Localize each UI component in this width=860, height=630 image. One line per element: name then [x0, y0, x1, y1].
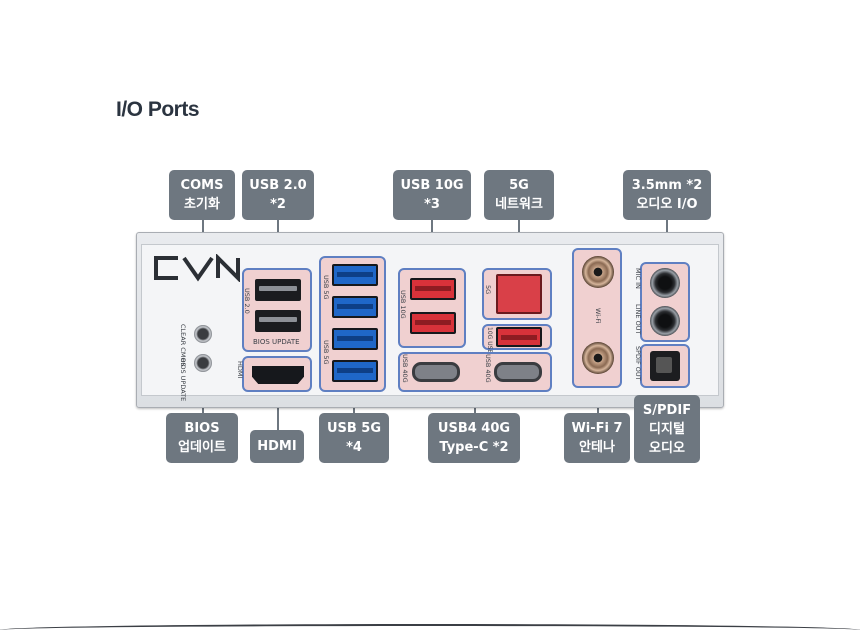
callout-line: 오디오 [649, 440, 685, 456]
callout-line: 5G [509, 178, 529, 193]
mic-in-label: MIC IN [634, 268, 642, 289]
callout-line: Type-C *2 [439, 440, 509, 455]
bios-update-label: BIOS UPDATE [179, 358, 187, 402]
spdif-optical-port[interactable] [650, 351, 680, 381]
callout-line: COMS [180, 178, 224, 193]
wifi-label: Wi-Fi [594, 308, 602, 324]
callout-line: *3 [424, 197, 440, 212]
usb40g-label-a: USB 40G [401, 354, 409, 383]
line-out-jack[interactable] [650, 306, 680, 336]
callout-audio-io: 3.5mm *2 오디오 I/O [623, 170, 711, 220]
usb10g-label: USB 10G [399, 290, 407, 319]
usb4-typec-port-1[interactable] [412, 362, 460, 382]
callout-hdmi: HDMI [250, 430, 304, 463]
callout-bios-update: BIOS 업데이트 [166, 413, 238, 463]
callout-usb4-typec: USB4 40G Type-C *2 [428, 413, 520, 463]
callout-usb10g: USB 10G *3 [393, 170, 471, 220]
callout-line: 안테나 [579, 440, 615, 455]
callout-line: HDMI [257, 439, 297, 454]
brand-logo [154, 254, 240, 282]
lan-port[interactable] [496, 274, 542, 314]
usb10g-port-1[interactable] [410, 278, 456, 300]
callout-5g-network: 5G 네트워크 [484, 170, 554, 220]
callout-line: 디지털 [649, 421, 685, 437]
hdmi-port[interactable] [252, 366, 304, 384]
callout-line: Wi-Fi 7 [571, 421, 623, 436]
usb5g-port-1[interactable] [332, 264, 378, 286]
callout-line: 업데이트 [178, 440, 226, 455]
spdif-out-label: SPDIF OUT [634, 346, 642, 381]
wifi-antenna-connector-1[interactable] [582, 256, 614, 288]
callout-line: S/PDIF [642, 402, 692, 418]
callout-line: USB 10G [400, 178, 464, 193]
bottom-divider [0, 624, 860, 630]
line-out-label: LINE OUT [634, 304, 642, 335]
usb4-typec-port-2[interactable] [494, 362, 542, 382]
lan-label: 5G [484, 285, 492, 295]
usb5g-port-2[interactable] [332, 296, 378, 318]
callout-wifi-antenna: Wi-Fi 7 안테나 [564, 413, 630, 463]
usb5g-label-b: USB 5G [322, 340, 330, 365]
callout-usb20: USB 2.0 *2 [242, 170, 314, 220]
usb10g-b-label: 10G USB [486, 327, 493, 354]
mic-in-jack[interactable] [650, 268, 680, 298]
callout-line: 오디오 I/O [636, 197, 698, 212]
usb5g-port-3[interactable] [332, 328, 378, 350]
usb20-port-1[interactable] [255, 279, 301, 301]
usb40g-label-b: USB 40G [484, 354, 492, 383]
callout-line: 네트워크 [495, 197, 543, 212]
usb10g-port-3[interactable] [496, 327, 542, 347]
callout-line: USB 2.0 [249, 178, 307, 193]
callout-usb5g: USB 5G *4 [319, 413, 389, 463]
usb5g-port-4[interactable] [332, 360, 378, 382]
clear-cmos-button[interactable] [194, 325, 212, 343]
page-title: I/O Ports [116, 98, 200, 121]
usb20-port-2[interactable] [255, 310, 301, 332]
hdmi-label: HDMI [236, 361, 244, 379]
bios-update-button[interactable] [194, 354, 212, 372]
usb20-label: USB 2.0 [243, 288, 251, 314]
callout-coms-reset: COMS 초기화 [169, 170, 235, 220]
callout-line: BIOS [184, 421, 220, 436]
usb5g-label-a: USB 5G [322, 275, 330, 300]
callout-spdif: S/PDIF 디지털 오디오 [634, 395, 700, 463]
callout-line: *4 [346, 440, 362, 455]
usb10g-port-2[interactable] [410, 312, 456, 334]
callout-line: 초기화 [184, 197, 220, 212]
bios-update-port-label: BIOS UPDATE [253, 338, 300, 346]
callout-line: USB 5G [326, 421, 382, 436]
callout-line: USB4 40G [437, 421, 511, 436]
leader-line-hdmi [277, 392, 279, 430]
callout-line: *2 [270, 197, 286, 212]
wifi-antenna-connector-2[interactable] [582, 342, 614, 374]
callout-line: 3.5mm *2 [631, 178, 703, 193]
